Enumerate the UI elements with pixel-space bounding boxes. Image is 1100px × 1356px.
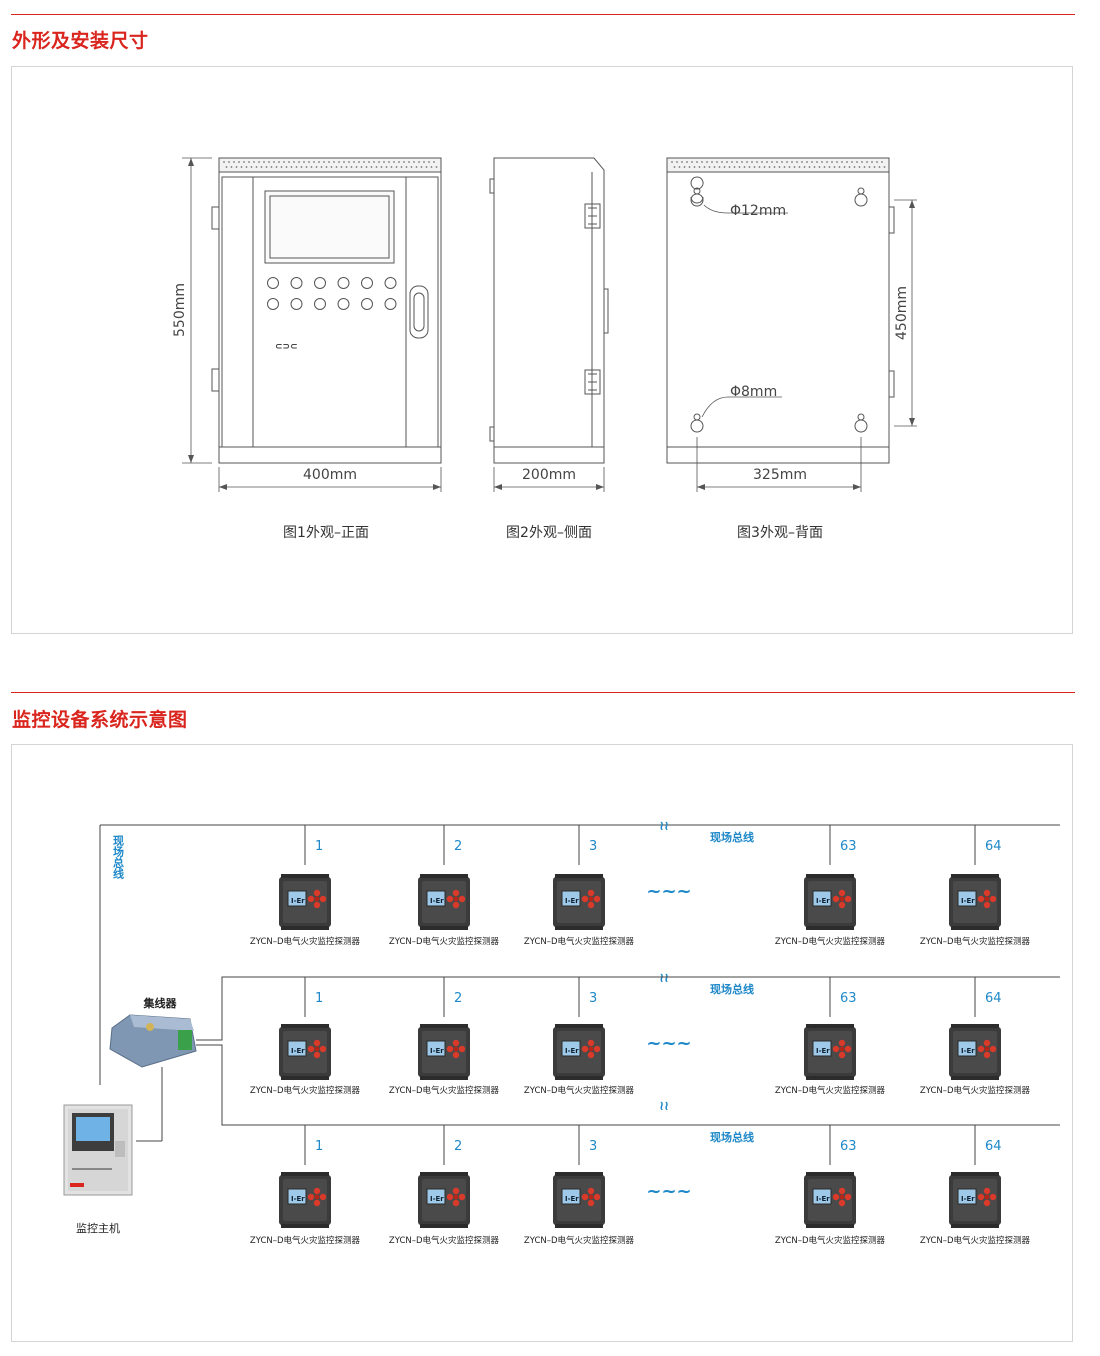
detector-device bbox=[417, 1023, 471, 1081]
detector-device bbox=[803, 1171, 857, 1229]
device-number: 64 bbox=[985, 839, 1002, 854]
device-number: 64 bbox=[985, 991, 1002, 1006]
detector-device bbox=[948, 873, 1002, 931]
front-button bbox=[314, 298, 326, 310]
front-button bbox=[290, 298, 303, 310]
front-button bbox=[337, 298, 350, 310]
detector-device bbox=[552, 873, 606, 931]
device-number: 3 bbox=[589, 839, 597, 854]
detector-device bbox=[948, 1171, 1002, 1229]
section2-title: 监控设备系统示意图 bbox=[12, 709, 188, 731]
bus-break-mark: ≀≀ bbox=[659, 819, 669, 834]
caption-back: 图3外观–背面 bbox=[737, 525, 823, 541]
device-label: ZYCN–D电气火灾监控探测器 bbox=[775, 936, 886, 947]
device-number: 3 bbox=[589, 1139, 597, 1154]
device-label: ZYCN–D电气火灾监控探测器 bbox=[524, 1235, 635, 1246]
dim-side-width-label: 200mm bbox=[522, 467, 576, 483]
device-number: 63 bbox=[840, 991, 857, 1006]
front-vent-dots bbox=[223, 161, 438, 168]
device-label: ZYCN–D电气火灾监控探测器 bbox=[775, 1235, 886, 1246]
bus-label: 现场总线 bbox=[710, 982, 754, 996]
front-button bbox=[361, 277, 373, 289]
detector-device bbox=[417, 873, 471, 931]
device-label: ZYCN–D电气火灾监控探测器 bbox=[250, 1085, 361, 1096]
device-ellipsis: ~~~ bbox=[646, 1033, 691, 1054]
device-label: ZYCN–D电气火灾监控探测器 bbox=[250, 1235, 361, 1246]
caption-side: 图2外观–侧面 bbox=[506, 525, 592, 541]
device-label: ZYCN–D电气火灾监控探测器 bbox=[920, 1085, 1031, 1096]
device-number: 2 bbox=[454, 839, 462, 854]
bus-vertical-label: 现场总线 bbox=[112, 835, 125, 880]
detector-device bbox=[803, 873, 857, 931]
front-button bbox=[337, 277, 350, 289]
front-button bbox=[384, 298, 397, 310]
device-ellipsis: ~~~ bbox=[646, 881, 691, 902]
brand-logo-icon: ⊂⊃⊂ bbox=[275, 342, 298, 352]
system-diagram-panel: I-Er 现场总线 ≀≀现场总线1ZYCN–D电气火灾监控探测器2ZYCN–D电… bbox=[11, 744, 1073, 1342]
back-vent-dots bbox=[671, 161, 886, 168]
device-number: 1 bbox=[315, 991, 323, 1006]
front-button bbox=[267, 298, 279, 310]
hole-large-label: Φ12mm bbox=[730, 203, 786, 219]
device-label: ZYCN–D电气火灾监控探测器 bbox=[524, 936, 635, 947]
device-number: 63 bbox=[840, 1139, 857, 1154]
side-view-drawing bbox=[489, 157, 609, 464]
dimensions-panel: ⊂⊃⊂ 550mm 400mm 200mm bbox=[11, 66, 1073, 634]
device-number: 64 bbox=[985, 1139, 1002, 1154]
device-label: ZYCN–D电气火灾监控探测器 bbox=[920, 1235, 1031, 1246]
device-label: ZYCN–D电气火灾监控探测器 bbox=[250, 936, 361, 947]
detector-device bbox=[948, 1023, 1002, 1081]
front-button bbox=[267, 277, 279, 289]
bus-label: 现场总线 bbox=[710, 1130, 754, 1144]
device-label: ZYCN–D电气火灾监控探测器 bbox=[389, 1235, 500, 1246]
device-label: ZYCN–D电气火灾监控探测器 bbox=[524, 1085, 635, 1096]
bus-break-mark: ≀≀ bbox=[659, 971, 669, 986]
section2-rule bbox=[11, 692, 1075, 693]
dim-front-width-label: 400mm bbox=[303, 467, 357, 483]
dimension-drawings: ⊂⊃⊂ 550mm 400mm 200mm bbox=[172, 157, 917, 541]
device-number: 63 bbox=[840, 839, 857, 854]
detector-device bbox=[552, 1171, 606, 1229]
detector-device bbox=[278, 873, 332, 931]
hub-label: 集线器 bbox=[143, 996, 178, 1010]
dim-hole-height-label: 450mm bbox=[894, 286, 910, 340]
host-label: 监控主机 bbox=[76, 1221, 120, 1235]
dim-height-label: 550mm bbox=[172, 283, 188, 337]
front-button bbox=[290, 277, 303, 289]
device-label: ZYCN–D电气火灾监控探测器 bbox=[389, 936, 500, 947]
hub-device: 集线器 bbox=[109, 996, 197, 1068]
device-number: 1 bbox=[315, 839, 323, 854]
front-button-grid bbox=[267, 277, 397, 310]
device-number: 2 bbox=[454, 991, 462, 1006]
device-ellipsis: ~~~ bbox=[646, 1181, 691, 1202]
device-label: ZYCN–D电气火灾监控探测器 bbox=[775, 1085, 886, 1096]
bus-rows: ≀≀现场总线1ZYCN–D电气火灾监控探测器2ZYCN–D电气火灾监控探测器3Z… bbox=[100, 819, 1060, 1246]
monitoring-host bbox=[63, 1104, 133, 1196]
detector-device bbox=[552, 1023, 606, 1081]
detector-device bbox=[278, 1023, 332, 1081]
bus-label: 现场总线 bbox=[710, 830, 754, 844]
detector-device bbox=[417, 1171, 471, 1229]
front-button bbox=[314, 277, 326, 289]
device-number: 2 bbox=[454, 1139, 462, 1154]
device-number: 3 bbox=[589, 991, 597, 1006]
front-button bbox=[361, 298, 373, 310]
device-number: 1 bbox=[315, 1139, 323, 1154]
system-diagram: I-Er 现场总线 ≀≀现场总线1ZYCN–D电气火灾监控探测器2ZYCN–D电… bbox=[63, 819, 1060, 1246]
detector-device bbox=[803, 1023, 857, 1081]
front-button bbox=[384, 277, 397, 289]
bus-break-mark: ≀≀ bbox=[659, 1099, 669, 1114]
front-view-drawing: ⊂⊃⊂ bbox=[211, 157, 442, 464]
dim-hole-width-label: 325mm bbox=[753, 467, 807, 483]
device-label: ZYCN–D电气火灾监控探测器 bbox=[920, 936, 1031, 947]
detector-device bbox=[278, 1171, 332, 1229]
section1-rule bbox=[11, 14, 1075, 15]
hole-small-label: Φ8mm bbox=[730, 384, 777, 400]
device-label: ZYCN–D电气火灾监控探测器 bbox=[389, 1085, 500, 1096]
section1-title: 外形及安装尺寸 bbox=[12, 30, 149, 52]
caption-front: 图1外观–正面 bbox=[283, 525, 369, 541]
